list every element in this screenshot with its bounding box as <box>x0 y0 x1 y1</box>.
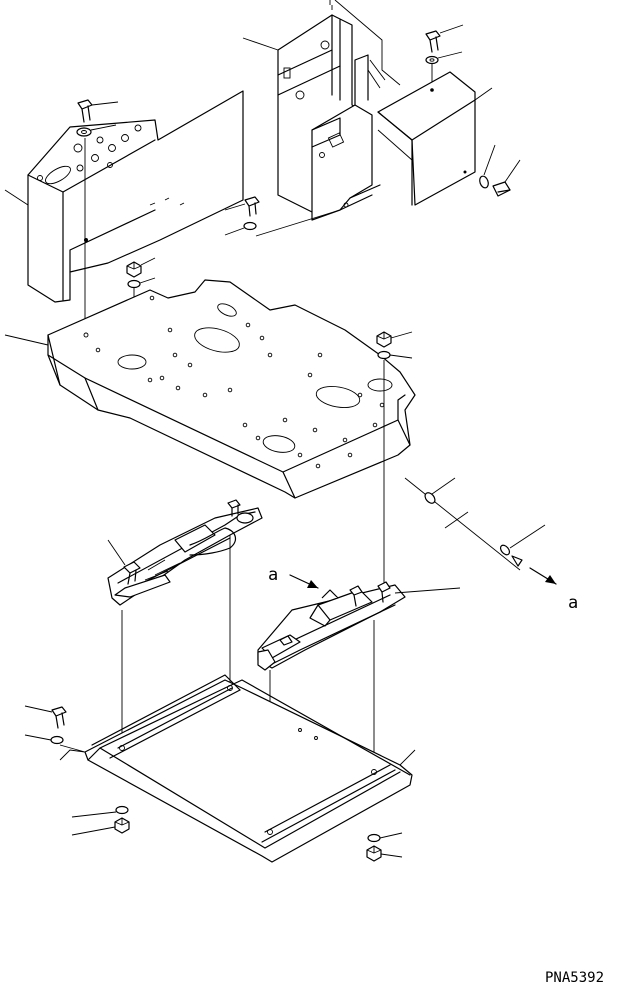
bolt-left-top <box>76 99 119 335</box>
bolt-side-right <box>479 144 521 197</box>
nut-washer-left <box>126 257 156 360</box>
nut-washer-bottom-left <box>71 805 130 836</box>
bolt-middle <box>224 196 341 237</box>
left-cover-bracket <box>4 90 244 303</box>
right-seat-rail: a <box>257 565 461 832</box>
plate-bolt-holes <box>83 295 385 469</box>
view-arrow-label: a <box>568 593 578 613</box>
drawing-code: PNA5392 <box>545 970 604 986</box>
rear-upright-panel <box>242 0 401 221</box>
left-seat-rail <box>107 499 263 745</box>
floor-plate <box>4 279 416 499</box>
nut-washer-right <box>376 331 413 590</box>
seat-base-frame <box>59 674 416 863</box>
right-box-cover <box>377 71 493 206</box>
nut-washer-bottom-right <box>366 832 403 862</box>
view-marker-label: a <box>268 565 278 585</box>
lock-rod: a <box>404 477 578 613</box>
bolt-bottom-left <box>24 705 67 745</box>
bolt-top-right <box>425 24 464 95</box>
